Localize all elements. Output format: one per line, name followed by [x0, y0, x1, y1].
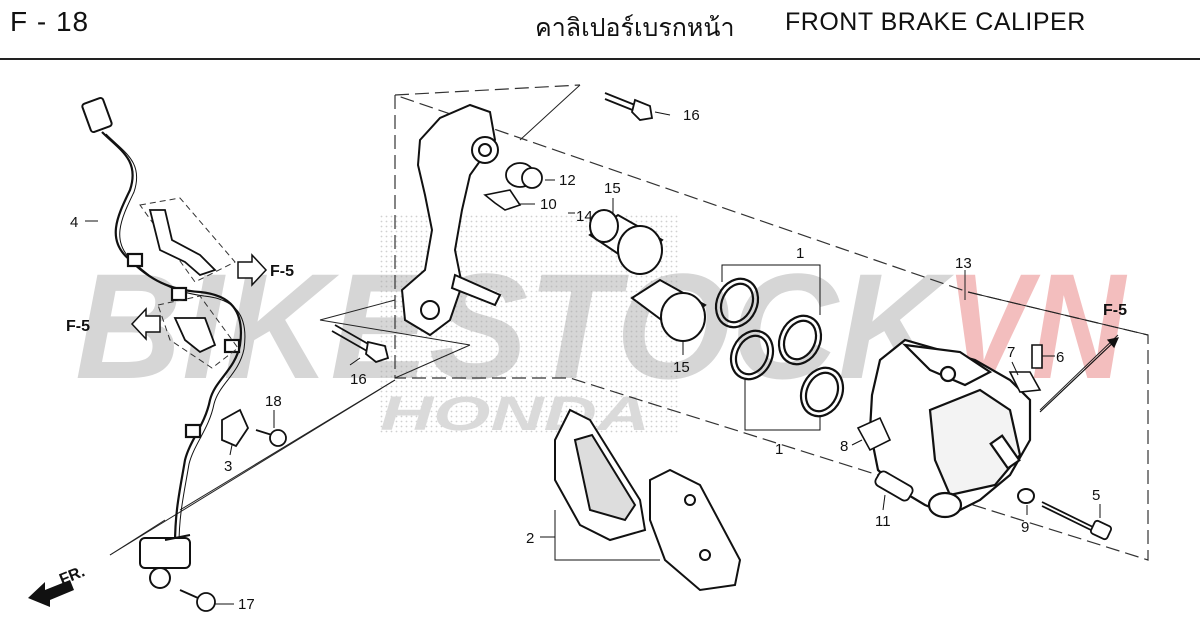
- f5-ref-left: F-5: [66, 318, 90, 335]
- watermark-sub-text: HONDA: [380, 388, 650, 441]
- header: F - 18 คาลิเปอร์เบรกหน้า FRONT BRAKE CAL…: [0, 0, 1200, 60]
- callout-2: 2: [526, 530, 534, 547]
- callout-7: 7: [1007, 344, 1015, 361]
- part-15-piston-lower: [630, 278, 707, 342]
- f5-arrow-left: [130, 307, 161, 341]
- f5-arrow-right-caliper: [1039, 337, 1120, 413]
- pad-bracket: [540, 510, 660, 561]
- connector-icon: [81, 96, 113, 134]
- f5-ref-right: F-5: [1103, 302, 1127, 319]
- callout-1-bottom: 1: [775, 441, 783, 458]
- part-5-pad-pin: [1041, 501, 1113, 541]
- callout-12: 12: [559, 172, 576, 189]
- callout-9: 9: [1021, 519, 1029, 536]
- seal-brackets: [721, 264, 821, 431]
- callout-16-left: 16: [350, 371, 367, 388]
- callouts: 1 1 2 3 4 5 6 7 8 9 10 11 12 13 14 15 15…: [70, 107, 1100, 613]
- callout-15-top: 15: [604, 180, 621, 197]
- part-17-bolt: [179, 589, 216, 612]
- part-1-seals: [714, 277, 845, 418]
- f5-arrow-right: [237, 253, 268, 287]
- wheel-speed-sensor-wire: [81, 96, 246, 546]
- part-16-bolt-top: [604, 92, 654, 121]
- caliper-bracket: [400, 103, 502, 337]
- callout-11: 11: [875, 513, 891, 530]
- callout-10: 10: [540, 196, 557, 213]
- callout-6: 6: [1056, 349, 1064, 366]
- callout-4: 4: [70, 214, 78, 231]
- part-3-clip: [221, 408, 250, 448]
- callout-5: 5: [1092, 487, 1100, 504]
- front-direction-arrow: FR.: [28, 563, 87, 607]
- part-18-bolt: [255, 429, 287, 447]
- wheel-speed-sensor: [139, 534, 191, 589]
- bracket-leader: [394, 84, 581, 96]
- callout-16-top: 16: [683, 107, 700, 124]
- callout-3: 3: [224, 458, 232, 475]
- callout-18: 18: [265, 393, 282, 410]
- part-10-pad-spring: [483, 189, 522, 211]
- wire-clip: [126, 252, 144, 268]
- part-6-bleeder: [1031, 344, 1043, 369]
- front-label: FR.: [57, 563, 87, 588]
- callout-15-bottom: 15: [673, 359, 690, 376]
- part-16-bolt-left: [331, 324, 390, 364]
- callout-14: 14: [576, 208, 593, 225]
- bracket-parts: [148, 209, 217, 354]
- part-8-pad-retainer: [856, 416, 892, 452]
- callout-17: 17: [238, 596, 255, 613]
- callout-leaders: [85, 111, 1101, 605]
- header-rule: [0, 58, 1200, 60]
- part-7-bleeder-cap: [1008, 371, 1042, 393]
- part-9-ring: [1017, 488, 1035, 504]
- f5-ref-right-of-bracket: F-5: [270, 263, 294, 280]
- title-thai: คาลิเปอร์เบรกหน้า: [535, 13, 735, 42]
- part-12-boot: [505, 162, 543, 189]
- part-11-slide-pin: [874, 470, 914, 502]
- callout-1-top: 1: [796, 245, 804, 262]
- leader-lines: [109, 84, 1149, 556]
- part-13-caliper-body: [868, 338, 1032, 519]
- callout-8: 8: [840, 438, 848, 455]
- part-2-brake-pads: [554, 408, 742, 592]
- page-code: F - 18: [10, 6, 90, 37]
- part-15-piston-upper: [588, 209, 664, 275]
- callout-13: 13: [955, 255, 972, 272]
- title-english: FRONT BRAKE CALIPER: [785, 8, 1086, 36]
